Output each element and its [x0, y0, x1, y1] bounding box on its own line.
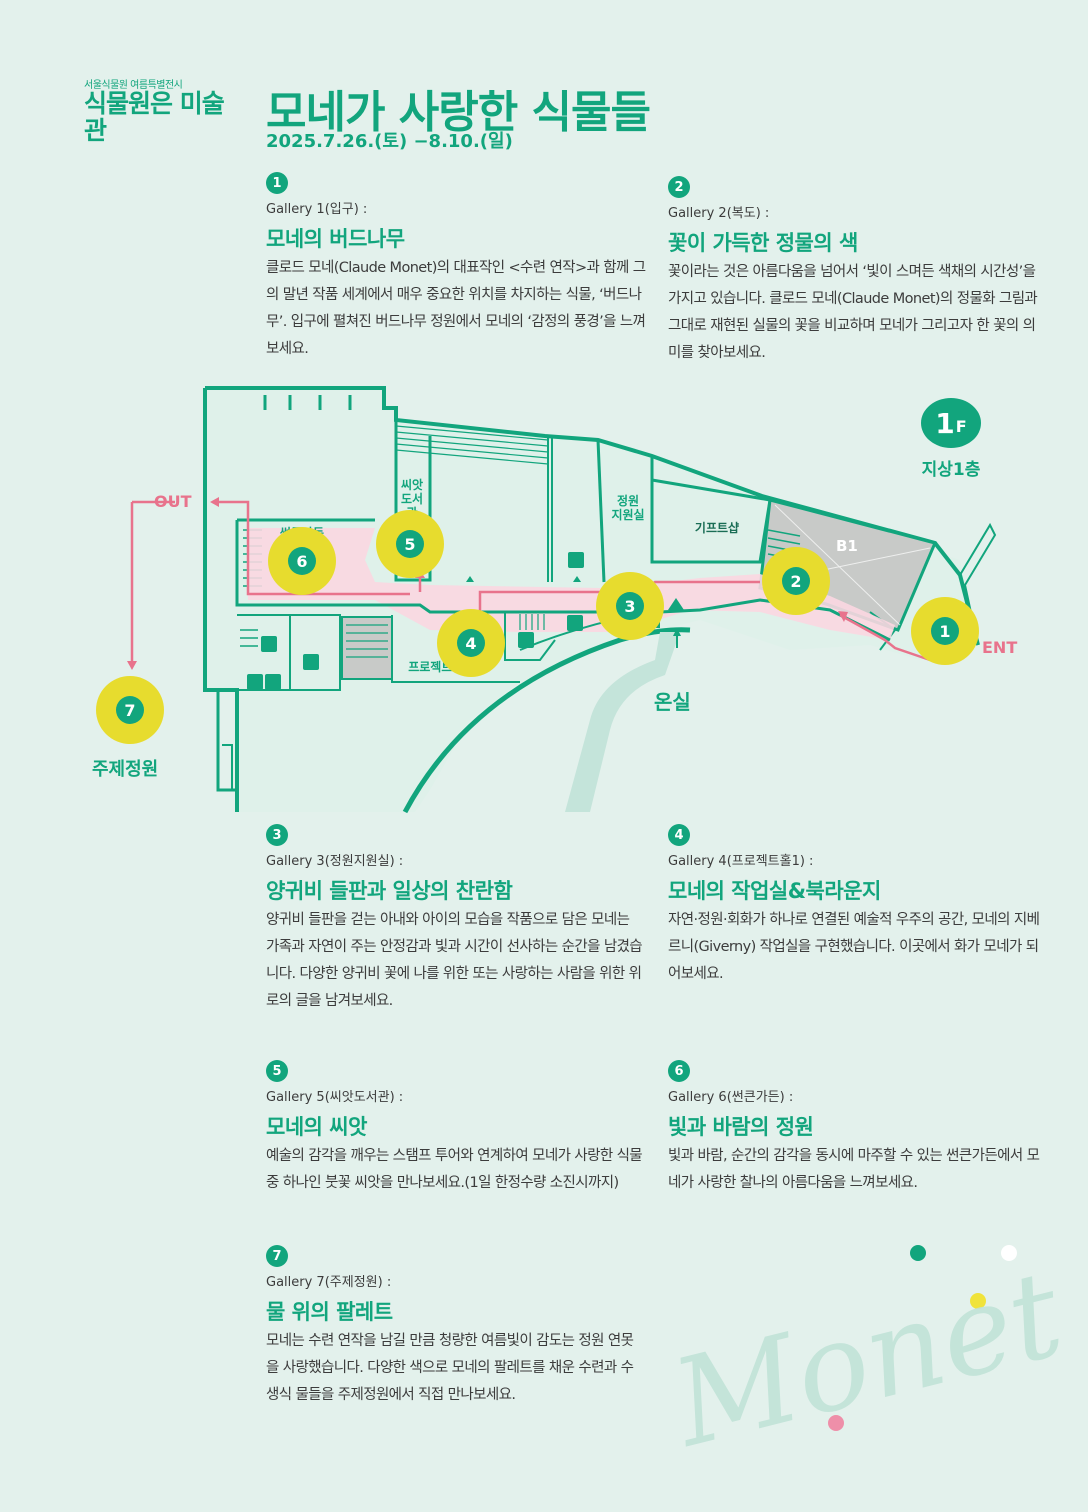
page-title: 모네가 사랑한 식물들 — [266, 87, 651, 138]
gallery-5-block: 5 Gallery 5(씨앗도서관) : 모네의 씨앗 예술의 감각을 깨우는 … — [266, 1060, 646, 1197]
exit-label: OUT — [154, 492, 192, 511]
gallery-3-label: Gallery 3(정원지원실) : — [266, 854, 404, 869]
gallery-1-label: Gallery 1(입구) : — [266, 202, 368, 217]
map-pin-6-number: 6 — [288, 547, 316, 575]
gallery-5-number: 5 — [266, 1060, 288, 1082]
gallery-3-number: 3 — [266, 824, 288, 846]
map-pin-2[interactable]: 2 — [762, 547, 830, 615]
gallery-6-block: 6 Gallery 6(썬큰가든) : 빛과 바람의 정원 빛과 바람, 순간의… — [668, 1060, 1048, 1197]
map-pin-2-number: 2 — [782, 567, 810, 595]
exhibition-subtitle: 서울식물원 여름특별전시 — [84, 80, 183, 91]
gallery-7-title: 물 위의 팔레트 — [266, 1300, 393, 1324]
gallery-4-title: 모네의 작업실&북라운지 — [668, 879, 881, 903]
gallery-5-label: Gallery 5(씨앗도서관) : — [266, 1090, 404, 1105]
decor-dot-green — [910, 1245, 926, 1261]
gallery-1-desc: 클로드 모네(Claude Monet)의 대표작인 <수련 연작>과 함께 그… — [266, 260, 646, 357]
gallery-3-block: 3 Gallery 3(정원지원실) : 양귀비 들판과 일상의 찬란함 양귀비… — [266, 824, 646, 1015]
floor-letter: F — [955, 416, 967, 436]
gallery-7-block: 7 Gallery 7(주제정원) : 물 위의 팔레트 모네는 수련 연작을 … — [266, 1245, 646, 1409]
gallery-1-block: 1 Gallery 1(입구) : 모네의 버드나무 클로드 모네(Claude… — [266, 172, 646, 363]
gallery-3-title: 양귀비 들판과 일상의 찬란함 — [266, 879, 513, 903]
floor-number: 1 — [935, 406, 955, 440]
gallery-2-number: 2 — [668, 176, 690, 198]
gallery-4-block: 4 Gallery 4(프로젝트홀1) : 모네의 작업실&북라운지 자연·정원… — [668, 824, 1048, 988]
gallery-7-number: 7 — [266, 1245, 288, 1267]
gallery-5-title: 모네의 씨앗 — [266, 1115, 367, 1139]
gallery-5-desc: 예술의 감각을 깨우는 스탬프 투어와 연계하여 모네가 사랑한 식물 중 하나… — [266, 1148, 643, 1191]
decor-dot-pink — [828, 1415, 844, 1431]
map-pin-1[interactable]: 1 — [911, 597, 979, 665]
decor-dot-white — [1001, 1245, 1017, 1261]
decor-dot-yellow — [970, 1293, 986, 1309]
gallery-2-title: 꽃이 가득한 정물의 색 — [668, 231, 858, 255]
floor-plan — [127, 386, 997, 814]
map-pin-3-number: 3 — [616, 592, 644, 620]
gallery-7-desc: 모네는 수련 연작을 남길 만큼 청량한 여름빛이 감도는 정원 연못을 사랑했… — [266, 1333, 634, 1403]
map-pin-4-number: 4 — [457, 629, 485, 657]
gift-shop-label: 기프트샵 — [694, 521, 740, 535]
floor-label: 지상1층 — [921, 460, 981, 480]
gallery-3-desc: 양귀비 들판을 걷는 아내와 아이의 모습을 작품으로 담은 모네는 가족과 자… — [266, 912, 643, 1009]
map-pin-7[interactable]: 7 — [96, 676, 164, 744]
map-pin-1-number: 1 — [931, 617, 959, 645]
gallery-7-label: Gallery 7(주제정원) : — [266, 1275, 392, 1290]
entrance-label: ENT — [982, 638, 1018, 657]
b1-label: B1 — [836, 537, 858, 555]
gallery-4-label: Gallery 4(프로젝트홀1) : — [668, 854, 814, 869]
map-pin-3[interactable]: 3 — [596, 572, 664, 640]
map-pin-4[interactable]: 4 — [437, 609, 505, 677]
gallery-2-label: Gallery 2(복도) : — [668, 206, 770, 221]
gallery-6-title: 빛과 바람의 정원 — [668, 1115, 814, 1139]
map-pin-5[interactable]: 5 — [376, 510, 444, 578]
gallery-1-title: 모네의 버드나무 — [266, 227, 405, 251]
map-pin-7-number: 7 — [116, 696, 144, 724]
gallery-6-number: 6 — [668, 1060, 690, 1082]
map-pin-5-number: 5 — [396, 530, 424, 558]
map-pin-6[interactable]: 6 — [268, 527, 336, 595]
gallery-2-block: 2 Gallery 2(복도) : 꽃이 가득한 정물의 색 꽃이라는 것은 아… — [668, 176, 1048, 367]
gallery-6-desc: 빛과 바람, 순간의 감각을 동시에 마주할 수 있는 썬큰가든에서 모네가 사… — [668, 1148, 1040, 1191]
gallery-4-number: 4 — [668, 824, 690, 846]
greenhouse-label: 온실 — [654, 690, 691, 714]
monet-script-decoration: Monet — [661, 1244, 1075, 1475]
theme-garden-label: 주제정원 — [92, 759, 159, 780]
gallery-6-label: Gallery 6(썬큰가든) : — [668, 1090, 794, 1105]
gallery-1-number: 1 — [266, 172, 288, 194]
gallery-4-desc: 자연·정원·회화가 하나로 연결된 예술적 우주의 공간, 모네의 지베르니(G… — [668, 912, 1040, 982]
garden-support-label: 정원 지원실 — [611, 494, 645, 522]
logo: 식물원은 미술관 — [84, 89, 225, 145]
exhibition-date: 2025.7.26.(토) −8.10.(일) — [266, 131, 513, 152]
gallery-2-desc: 꽃이라는 것은 아름다움을 넘어서 ‘빛이 스며든 색채의 시간성’을 가지고 … — [668, 264, 1038, 361]
